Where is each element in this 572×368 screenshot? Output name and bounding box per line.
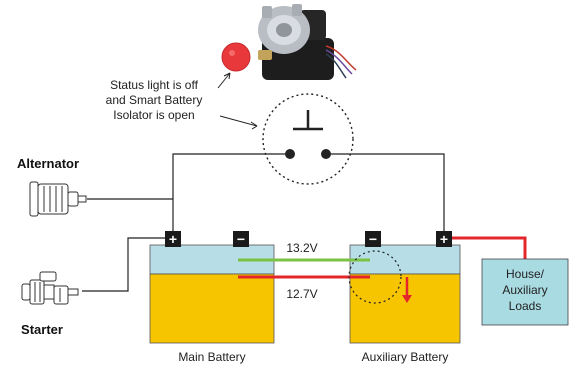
svg-text:−: − [369,231,377,247]
svg-text:+: + [169,231,177,247]
status-note-line-3: Isolator is open [113,108,194,122]
loads-label-line-1: House/ [506,267,545,281]
auxiliary-battery-negative-terminal: − [365,231,381,247]
isolator-device-icon [258,4,356,80]
note-pointer-arrows [218,73,257,129]
svg-text:−: − [237,231,245,247]
upper-voltage-reading: 13.2V [286,241,317,255]
open-switch-icon [263,94,353,184]
starter-motor-icon [22,272,78,304]
alternator-icon [30,182,86,216]
loads-label-line-2: Auxiliary [502,283,547,297]
status-note-line-2: and Smart Battery [106,93,203,107]
auxiliary-battery-label: Auxiliary Battery [362,350,449,364]
auxiliary-battery-positive-terminal: + [436,231,452,247]
svg-text:+: + [440,231,448,247]
loads-label-line-3: Loads [509,299,542,313]
starter-label: Starter [21,322,63,337]
main-battery-negative-terminal: − [233,231,249,247]
main-battery-positive-terminal: + [165,231,181,247]
alternator-label: Alternator [17,156,79,171]
wire-to-loads [452,238,525,260]
lower-voltage-reading: 12.7V [286,287,317,301]
main-battery-label: Main Battery [178,350,245,364]
status-note-line-1: Status light is off [110,78,198,92]
